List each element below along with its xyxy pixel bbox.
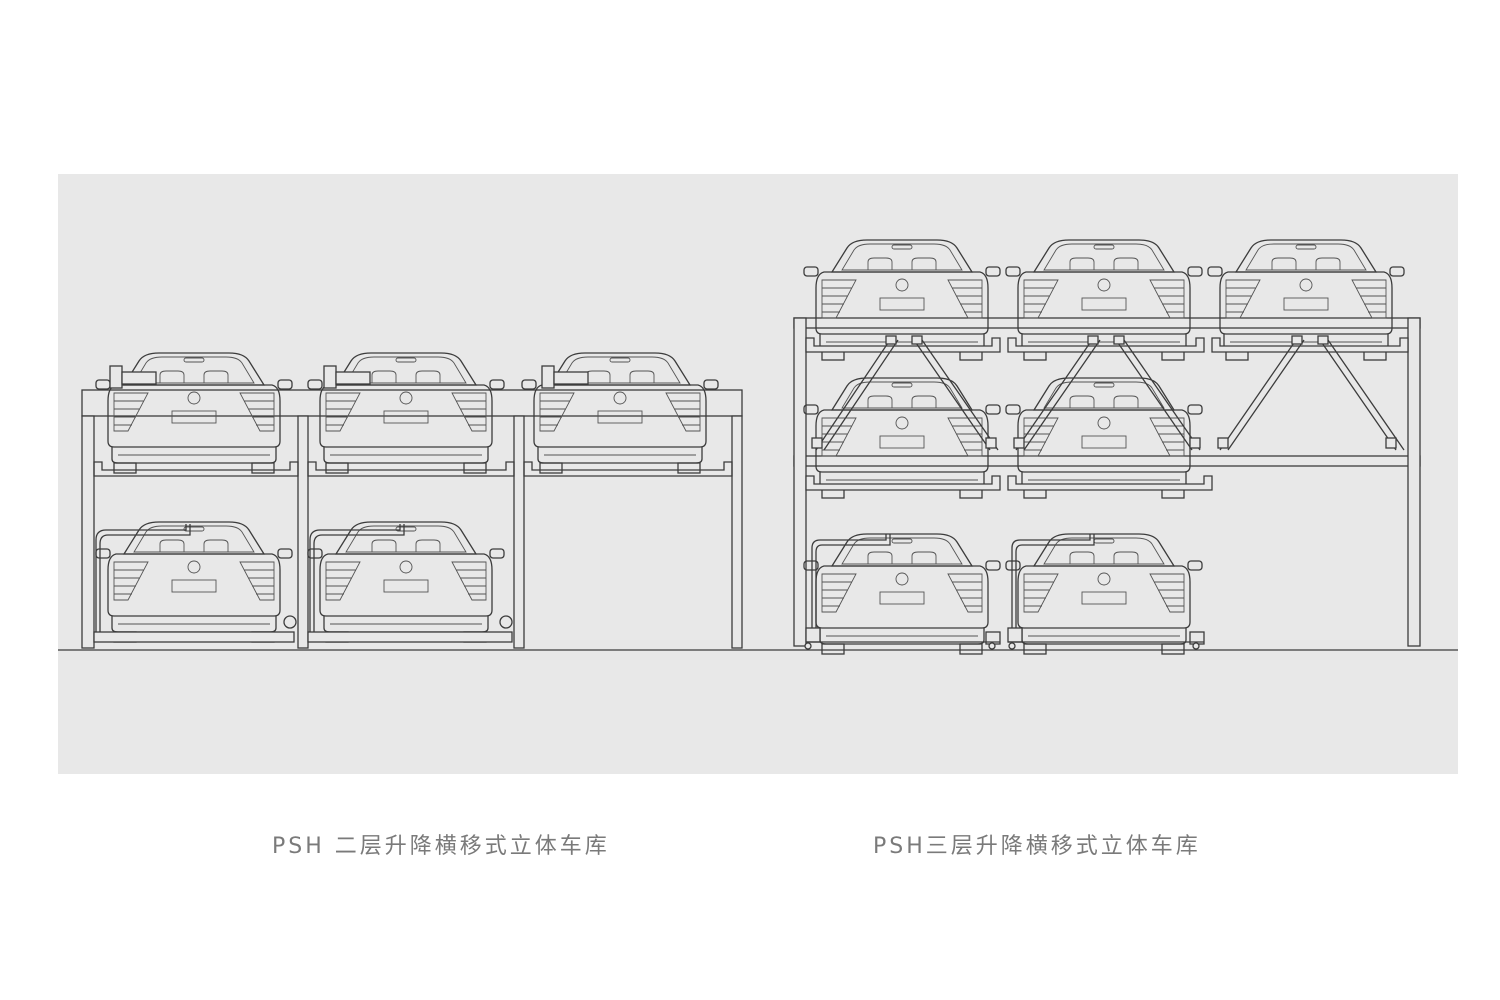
- pallet-block: [1007, 627, 1023, 643]
- lower-pallet: [93, 631, 295, 643]
- car-middle-1: [803, 377, 1001, 499]
- car-lower-1: [95, 521, 293, 643]
- column: [81, 415, 95, 649]
- three-level-parking-system: [760, 239, 1458, 655]
- column: [297, 415, 309, 649]
- top-platform: [805, 337, 1001, 353]
- lift-motor: [541, 365, 589, 389]
- sliding-frame: [309, 524, 405, 640]
- caption-three-level: PSH三层升降横移式立体车库: [873, 834, 1201, 859]
- car-top-3: [1207, 239, 1405, 361]
- drive-wheel: [283, 615, 297, 629]
- roller: [804, 642, 812, 650]
- drive-wheel: [499, 615, 513, 629]
- car-bottom-2: [1005, 533, 1203, 655]
- column: [513, 415, 525, 649]
- sliding-frame: [811, 534, 891, 632]
- column: [731, 415, 743, 649]
- lower-pallet: [307, 631, 513, 643]
- upper-platform: [93, 461, 299, 477]
- sliding-frame: [95, 524, 191, 640]
- top-beam: [793, 317, 1421, 329]
- caption-two-level: PSH 二层升降横移式立体车库: [272, 834, 610, 859]
- column: [793, 317, 807, 647]
- top-beam: [81, 389, 743, 417]
- upper-platform: [307, 461, 515, 477]
- roller: [988, 642, 996, 650]
- middle-beam: [793, 455, 1421, 467]
- pallet-block: [805, 627, 821, 643]
- roller: [1192, 642, 1200, 650]
- car-middle-2: [1005, 377, 1203, 499]
- car-top-1: [803, 239, 1001, 361]
- sliding-frame: [1011, 534, 1095, 632]
- middle-platform: [1007, 475, 1213, 491]
- two-level-parking-system: [58, 352, 760, 651]
- diagonal-brace: [811, 335, 1405, 451]
- top-platform: [1211, 337, 1409, 353]
- lift-motor: [323, 365, 371, 389]
- middle-platform: [805, 475, 1001, 491]
- car-top-2: [1005, 239, 1203, 361]
- lift-motor: [109, 365, 157, 389]
- roller: [1008, 642, 1016, 650]
- car-bottom-1: [803, 533, 1001, 655]
- column: [1407, 317, 1421, 647]
- car-lower-2: [307, 521, 505, 643]
- upper-platform: [523, 461, 733, 477]
- top-platform: [1007, 337, 1205, 353]
